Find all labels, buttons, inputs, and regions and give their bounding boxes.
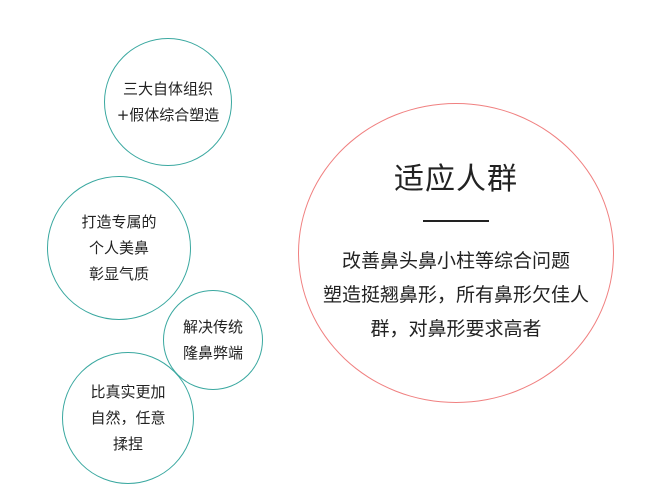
bubble-text-line: 揉捏 xyxy=(112,435,143,453)
main-description-line: 改善鼻头鼻小柱等综合问题 xyxy=(341,250,570,272)
main-description-line: 塑造挺翘鼻形，所有鼻形欠佳人 xyxy=(322,284,589,306)
main-description-line: 群，对鼻形要求高者 xyxy=(370,318,542,340)
bubble-text-line: 打造专属的 xyxy=(81,213,157,231)
bubble-text-line: 解决传统 xyxy=(182,318,243,336)
bubble-text-line: 三大自体组织 xyxy=(122,80,213,98)
bubble-natural-feel: 比真实更加 自然，任意 揉捏 xyxy=(62,352,194,484)
bubble-solve-drawbacks: 解决传统 隆鼻弊端 xyxy=(163,290,263,390)
bubble-text-line: +假体综合塑造 xyxy=(116,106,220,124)
bubble-custom-nose: 打造专属的 个人美鼻 彰显气质 xyxy=(47,176,191,320)
main-title: 适应人群 xyxy=(394,162,518,197)
main-circle-target-group: 适应人群 改善鼻头鼻小柱等综合问题 塑造挺翘鼻形，所有鼻形欠佳人 群，对鼻形要求… xyxy=(298,103,614,403)
bubble-text-line: 个人美鼻 xyxy=(88,239,149,257)
bubble-text-line: 隆鼻弊端 xyxy=(182,344,243,362)
bubble-text-line: 彰显气质 xyxy=(88,265,149,283)
bubble-text-line: 比真实更加 xyxy=(90,383,166,401)
title-divider xyxy=(423,220,489,222)
bubble-combined-shaping: 三大自体组织 +假体综合塑造 xyxy=(104,38,232,166)
bubble-text-line: 自然，任意 xyxy=(90,409,166,427)
